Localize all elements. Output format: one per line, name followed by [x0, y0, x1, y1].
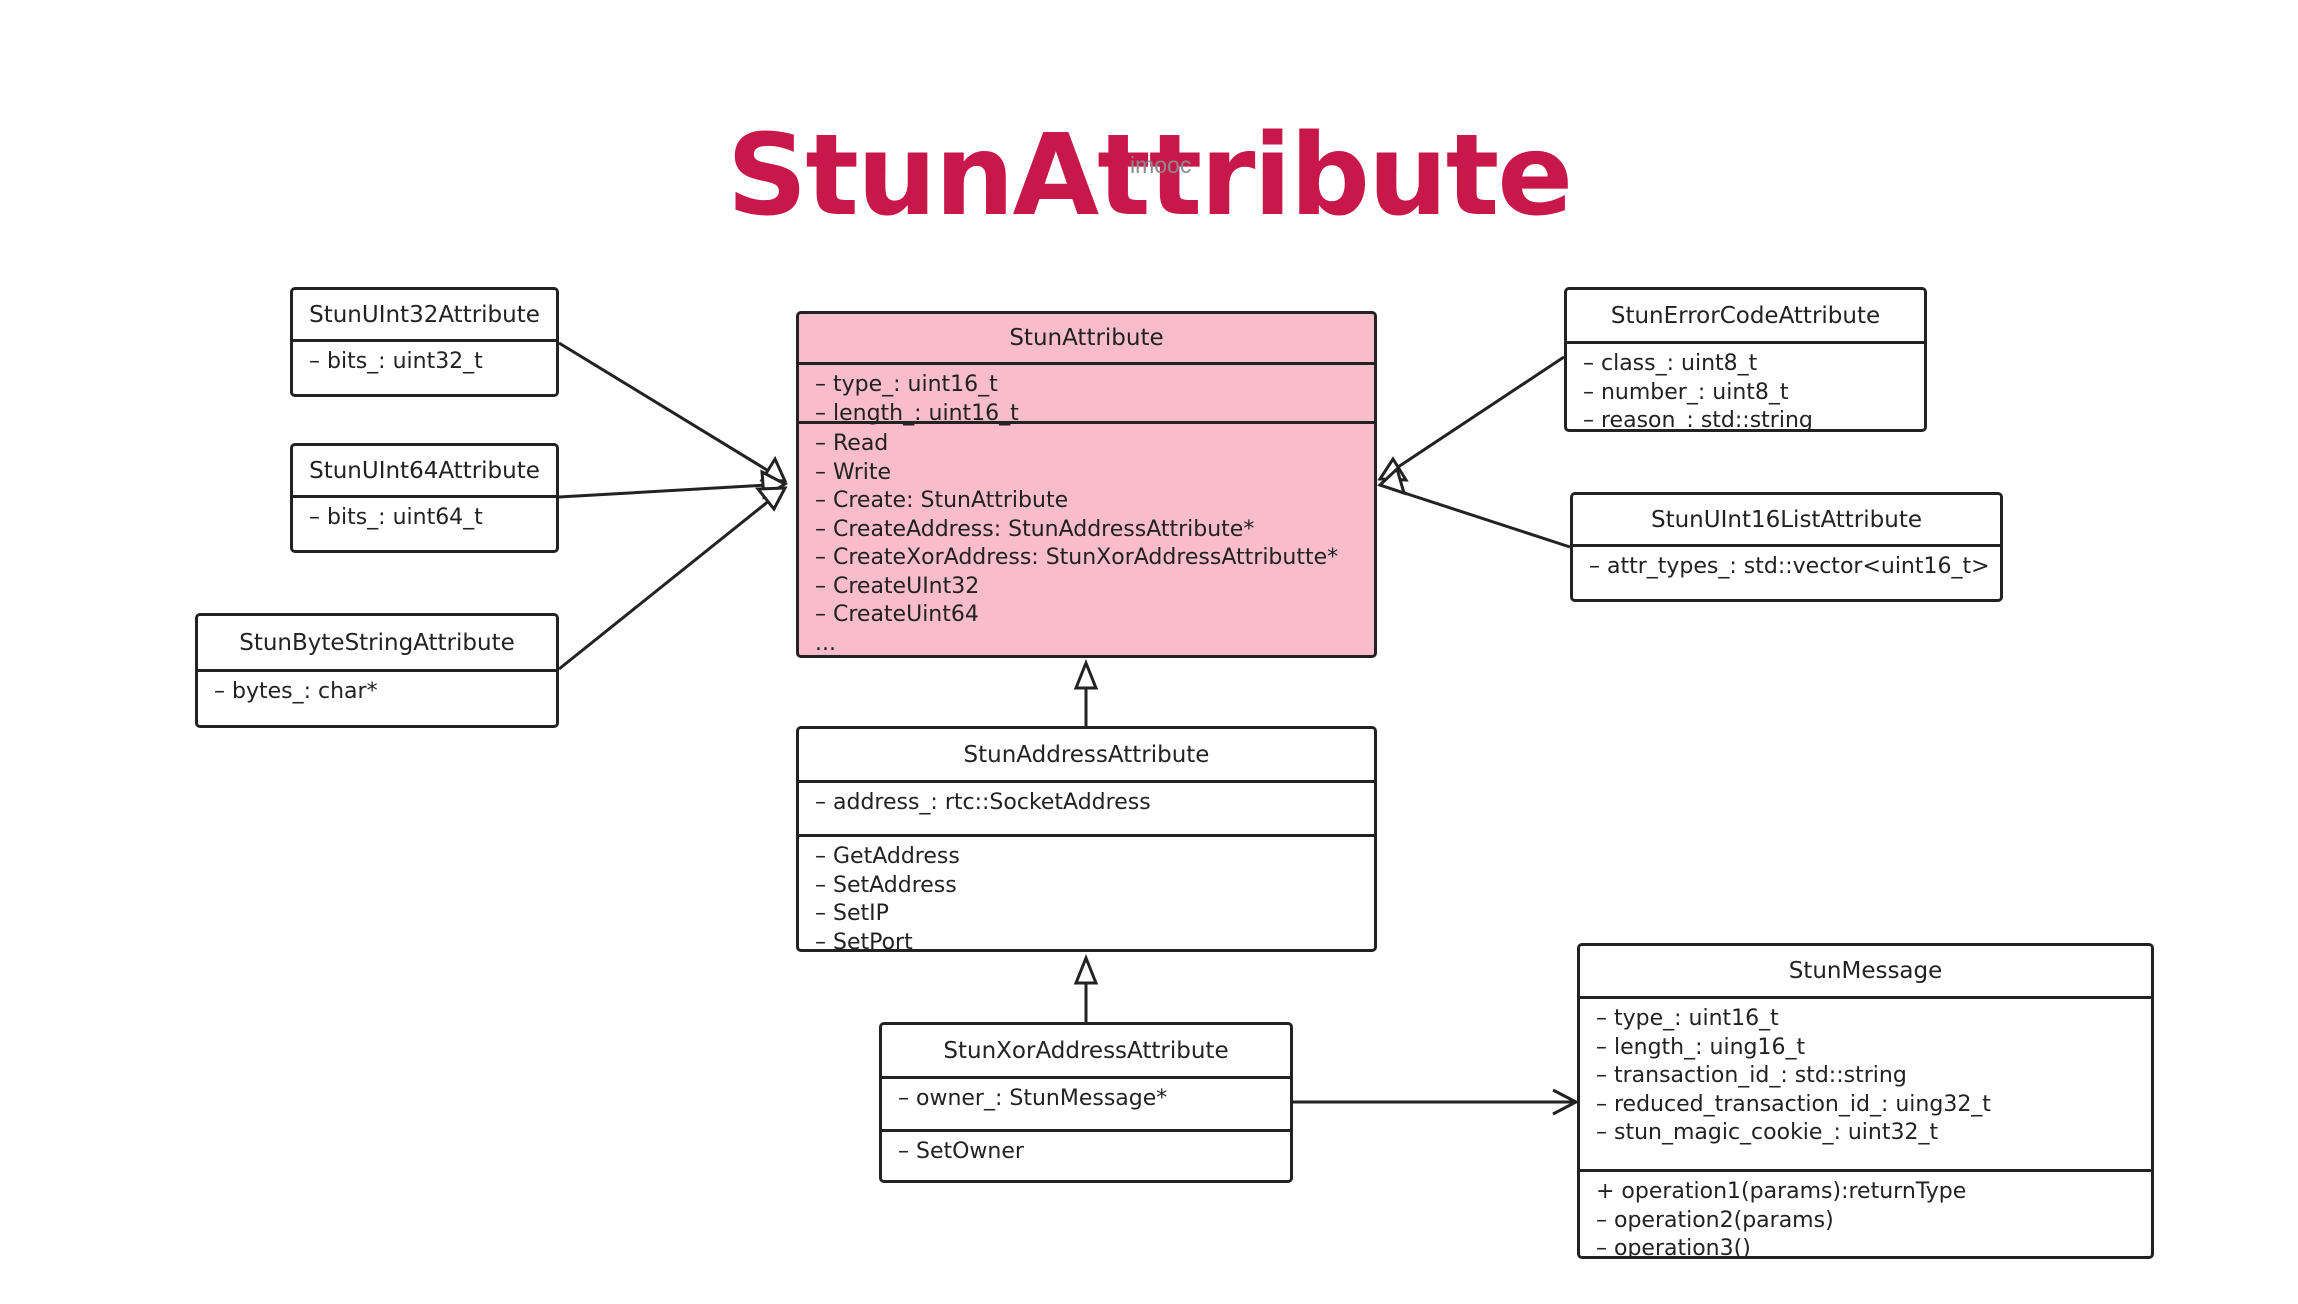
attribute-item: – number_: uint8_t — [1583, 379, 1789, 405]
method-item: ... — [815, 630, 836, 656]
method-item: – operation3() — [1596, 1236, 1751, 1259]
attributes-section: – attr_types_: std::vector<uint16_t> — [1573, 547, 2000, 586]
attributes-section: – type_: uint16_t – length_: uing16_t – tr… — [1580, 999, 2151, 1172]
attribute-item: – bytes_: char* — [214, 679, 378, 704]
method-item: – CreateAddress: StunAddressAttribute* — [815, 516, 1255, 542]
method-item: + operation1(params):returnType — [1596, 1179, 1967, 1204]
inherit-line-uint64 — [558, 482, 786, 499]
class-name: StunUInt64Attribute — [293, 446, 556, 498]
watermark: imooc — [1130, 152, 1192, 178]
attributes-section: – bits_: uint32_t — [293, 342, 556, 381]
attribute-item: – length_: uing16_t — [1596, 1034, 1806, 1060]
attribute-item: – length_: uint16_t — [815, 400, 1019, 426]
method-item: – SetAddress — [815, 872, 957, 898]
attributes-section: – address_: rtc::SocketAddress — [799, 783, 1374, 837]
attribute-item: – transaction_id_: std::string — [1596, 1063, 1907, 1088]
method-item: – SetIP — [815, 901, 889, 926]
attribute-item: – address_: rtc::SocketAddress — [815, 790, 1151, 815]
inherit-arrowhead-xoraddress — [1073, 953, 1099, 985]
methods-section: – SetOwner — [882, 1132, 1290, 1171]
attribute-item: – type_: uint16_t — [1596, 1006, 1779, 1031]
class-stun-xoraddress-attribute: StunXorAddressAttribute – owner_: StunMes… — [879, 1022, 1293, 1183]
method-item: – Create: StunAttribute — [815, 488, 1069, 513]
class-stun-uint64-attribute: StunUInt64Attribute – bits_: uint64_t — [290, 443, 559, 553]
class-stun-errorcode-attribute: StunErrorCodeAttribute– class_: uint8_t–… — [1564, 287, 1927, 432]
class-name: StunByteStringAttribute — [198, 616, 556, 672]
class-name: StunAttribute — [799, 314, 1374, 365]
inherit-line-errorcode — [1379, 355, 1565, 481]
class-name: StunErrorCodeAttribute — [1567, 290, 1924, 344]
method-item: – CreateUint64 — [815, 602, 979, 627]
attributes-section: – owner_: StunMessage* — [882, 1079, 1290, 1132]
inherit-line-uint32 — [558, 341, 786, 483]
class-stun-message: StunMessage – type_: uint16_t – length_: u… — [1577, 943, 2154, 1259]
attribute-item: – type_: uint16_t — [815, 372, 998, 397]
class-name: StunUInt16ListAttribute — [1573, 495, 2000, 547]
attributes-section: – class_: uint8_t – number_: uint8_t – rea… — [1567, 344, 1924, 432]
class-stun-uint32-attribute: StunUInt32Attribute – bits_: uint32_t — [290, 287, 559, 397]
class-name: StunXorAddressAttribute — [882, 1025, 1290, 1079]
attributes-section: – bytes_: char* — [198, 672, 556, 711]
diagram-title: StunAttribute — [726, 111, 1573, 241]
attribute-item: – owner_: StunMessage* — [898, 1086, 1168, 1111]
class-stun-address-attribute: StunAddressAttribute– address_: rtc::Soc… — [796, 726, 1377, 952]
attribute-item: – class_: uint8_t — [1583, 351, 1758, 376]
attribute-item: – reason_: std::string — [1583, 408, 1813, 432]
method-item: – CreateUInt32 — [815, 573, 980, 599]
methods-section: + operation1(params):returnType – operati… — [1580, 1172, 2151, 1259]
method-item: – SetOwner — [898, 1139, 1024, 1164]
attributes-section: – type_: uint16_t – length_: uint16_t — [799, 365, 1374, 426]
method-item: – Read — [815, 431, 889, 456]
inherit-line-uint16list — [1379, 483, 1571, 549]
method-item: – operation2(params) — [1596, 1207, 1834, 1233]
method-item: – CreateXorAddress: StunXorAddressAttrib… — [815, 545, 1339, 570]
attribute-item: – stun_magic_cookie_: uint32_t — [1596, 1120, 1939, 1145]
class-name: StunUInt32Attribute — [293, 290, 556, 342]
class-name: StunAddressAttribute — [799, 729, 1374, 783]
class-stun-uint16list-attribute: StunUInt16ListAttribute – attr_types_: st… — [1570, 492, 2003, 602]
attribute-item: – bits_: uint64_t — [309, 505, 483, 530]
attribute-item: – bits_: uint32_t — [309, 349, 483, 374]
attribute-item: – attr_types_: std::vector<uint16_t> — [1589, 554, 1990, 579]
class-stun-attribute: StunAttribute – type_: uint16_t – length_:… — [796, 311, 1377, 658]
inherit-arrowhead-address — [1073, 658, 1099, 690]
method-item: – GetAddress — [815, 844, 960, 869]
method-item: – SetPort — [815, 929, 913, 952]
method-item: – Write — [815, 459, 892, 485]
class-stun-bytestring-attribute: StunByteStringAttribute – bytes_: char* — [195, 613, 559, 728]
attribute-item: – reduced_transaction_id_: uing32_t — [1596, 1091, 1991, 1117]
inherit-arrowhead-bytestring — [754, 486, 788, 512]
inherit-line-bytestring — [558, 486, 786, 671]
methods-section: – Read – Write – Create: StunAttribute – Cr… — [799, 424, 1374, 656]
association-arrowhead-stunmessage — [1552, 1088, 1580, 1116]
attributes-section: – bits_: uint64_t — [293, 498, 556, 537]
methods-section: – GetAddress – SetAddress – SetIP – SetPort — [799, 837, 1374, 952]
class-name: StunMessage — [1580, 946, 2151, 999]
inherit-arrowhead-uint16list — [1377, 466, 1407, 496]
